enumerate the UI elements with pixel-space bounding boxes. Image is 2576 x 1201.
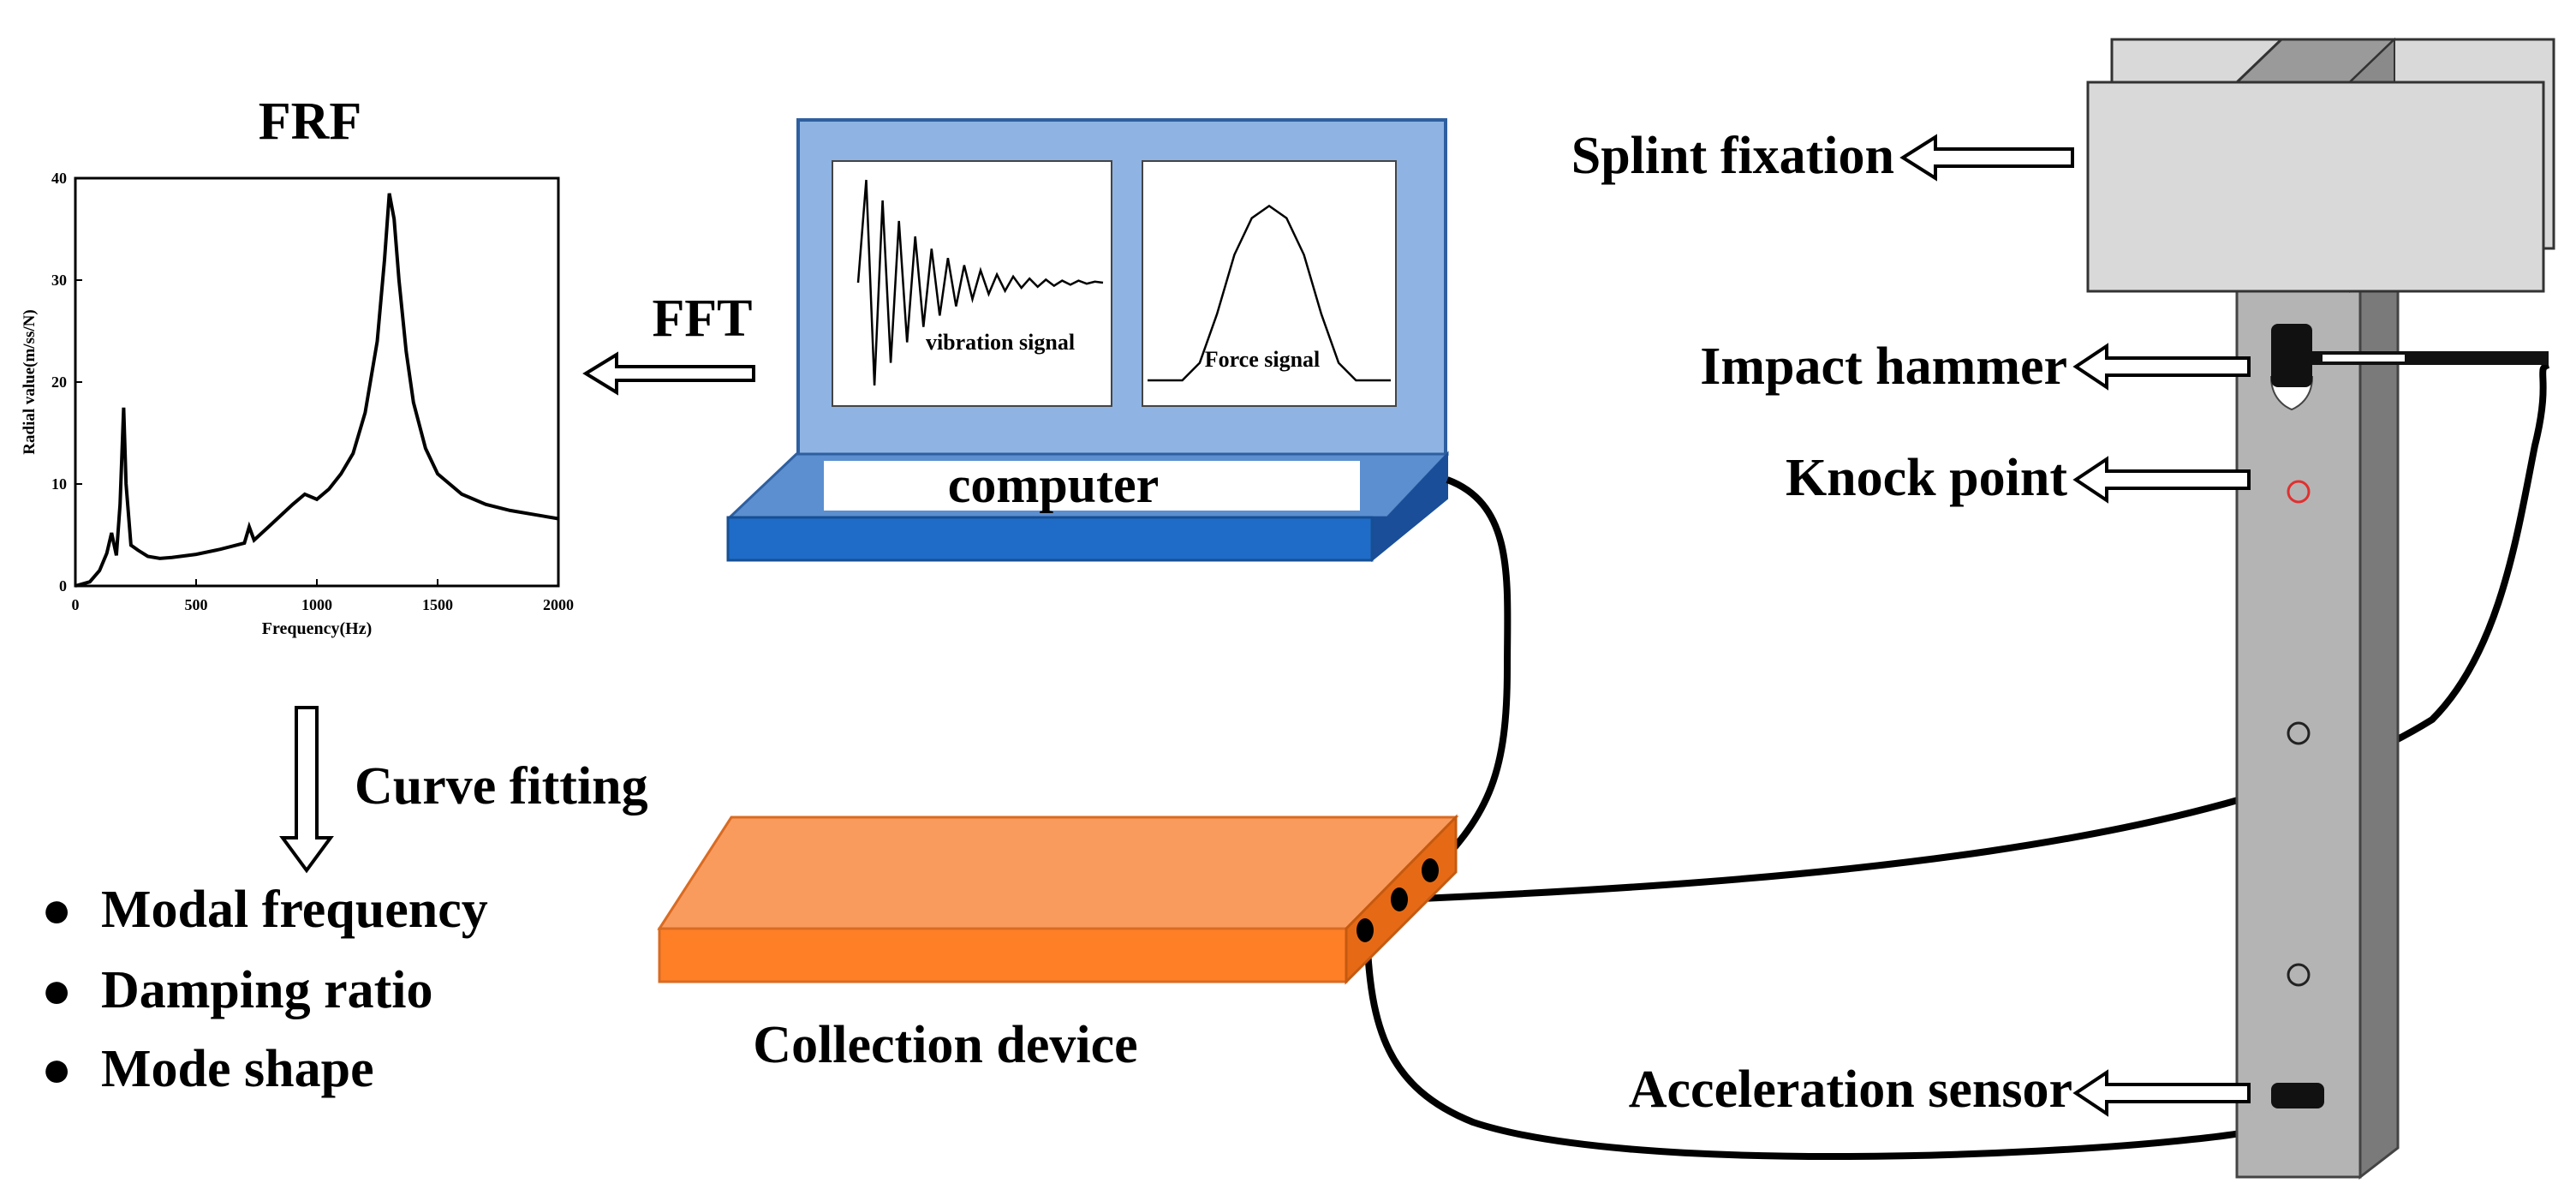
frf-x-tick-label: 2000 bbox=[543, 596, 574, 613]
frf-chart: FRF 0 500 1000 1500 2000 0 10 20 30 40 Frequency(… bbox=[21, 93, 574, 638]
curve-fitting-label: Curve fitting bbox=[355, 757, 648, 816]
force-signal-panel bbox=[1142, 160, 1397, 407]
device-port-icon bbox=[1391, 887, 1408, 911]
acceleration-sensor-icon bbox=[2271, 1083, 2324, 1108]
fft-arrow-icon bbox=[582, 351, 755, 396]
splint-fixation-label: Splint fixation bbox=[1571, 127, 1894, 185]
splint-front-plate bbox=[2086, 81, 2545, 293]
frf-x-tick-label: 1500 bbox=[422, 596, 453, 613]
frf-x-tick-label: 0 bbox=[72, 596, 80, 613]
collection-device bbox=[657, 814, 1459, 985]
device-port-icon bbox=[1357, 918, 1374, 942]
fft-label: FFT bbox=[652, 290, 752, 348]
force-signal-label: Force signal bbox=[1205, 347, 1321, 372]
laptop-base-side bbox=[1371, 451, 1448, 563]
vibration-signal-curve bbox=[856, 179, 1104, 386]
device-port-icon bbox=[1422, 858, 1439, 882]
frf-x-axis-label: Frequency(Hz) bbox=[262, 619, 373, 638]
result-mode-shape: Mode shape bbox=[101, 1040, 374, 1098]
result-bullet: ● bbox=[41, 962, 72, 1019]
computer-cable bbox=[1428, 476, 1512, 876]
hammer-handle-stripe bbox=[2323, 355, 2405, 361]
vibration-signal-label: vibration signal bbox=[926, 330, 1075, 355]
frf-title: FRF bbox=[259, 93, 362, 151]
result-damping-ratio: Damping ratio bbox=[101, 961, 433, 1019]
result-bullet: ● bbox=[41, 881, 72, 938]
impact-hammer-label: Impact hammer bbox=[1700, 338, 2067, 396]
hammer-arrow-icon bbox=[2072, 343, 2251, 391]
frf-x-tick-label: 500 bbox=[185, 596, 208, 613]
frf-y-tick-label: 10 bbox=[51, 475, 67, 493]
sensor-arrow-icon bbox=[2072, 1069, 2251, 1117]
sensor-cable bbox=[1363, 931, 2296, 1160]
knock-point-icon bbox=[2287, 480, 2311, 504]
collection-device-label: Collection device bbox=[753, 1016, 1137, 1074]
knock-point-label: Knock point bbox=[1786, 449, 2067, 507]
frf-ticks: 0 500 1000 1500 2000 0 10 20 30 40 bbox=[51, 170, 574, 613]
computer-label: computer bbox=[948, 457, 1160, 513]
acceleration-sensor-label: Acceleration sensor bbox=[1629, 1061, 2072, 1119]
laptop-base-front bbox=[726, 516, 1374, 562]
result-modal-frequency: Modal frequency bbox=[101, 881, 488, 939]
measure-point-icon bbox=[2287, 963, 2311, 987]
computer: vibration signal Force signal computer bbox=[726, 118, 1449, 563]
hammer-head-icon bbox=[2271, 324, 2312, 387]
result-bullet: ● bbox=[41, 1041, 72, 1097]
frf-y-tick-label: 30 bbox=[51, 272, 67, 289]
frf-curve bbox=[75, 193, 559, 588]
frf-plot-frame bbox=[74, 176, 560, 588]
beam-side bbox=[2358, 254, 2400, 1180]
computer-label-box bbox=[824, 461, 1360, 511]
component-labels: Splint fixation Impact hammer Knock poin… bbox=[1571, 127, 2251, 1119]
frf-x-tick-label: 1000 bbox=[301, 596, 332, 613]
splint-arrow-icon bbox=[1899, 134, 2074, 182]
force-signal-curve bbox=[1148, 204, 1391, 382]
measure-point-icon bbox=[2287, 721, 2311, 745]
device-top bbox=[657, 816, 1459, 930]
knock-arrow-icon bbox=[2072, 456, 2251, 504]
frf-y-tick-label: 40 bbox=[51, 170, 67, 187]
curve-fitting-arrow-icon bbox=[279, 706, 334, 874]
device-front bbox=[658, 927, 1348, 983]
frf-y-axis-label: Radial value(m/ss/N) bbox=[21, 309, 39, 454]
frf-y-tick-label: 20 bbox=[51, 373, 67, 391]
frf-y-tick-label: 0 bbox=[59, 577, 67, 595]
hammer-cable bbox=[1400, 361, 2550, 903]
results-list: ● Modal frequency ● Damping ratio ● Mode… bbox=[41, 881, 488, 1098]
beam-assembly bbox=[2086, 37, 2555, 1180]
beam-front bbox=[2235, 281, 2362, 1179]
